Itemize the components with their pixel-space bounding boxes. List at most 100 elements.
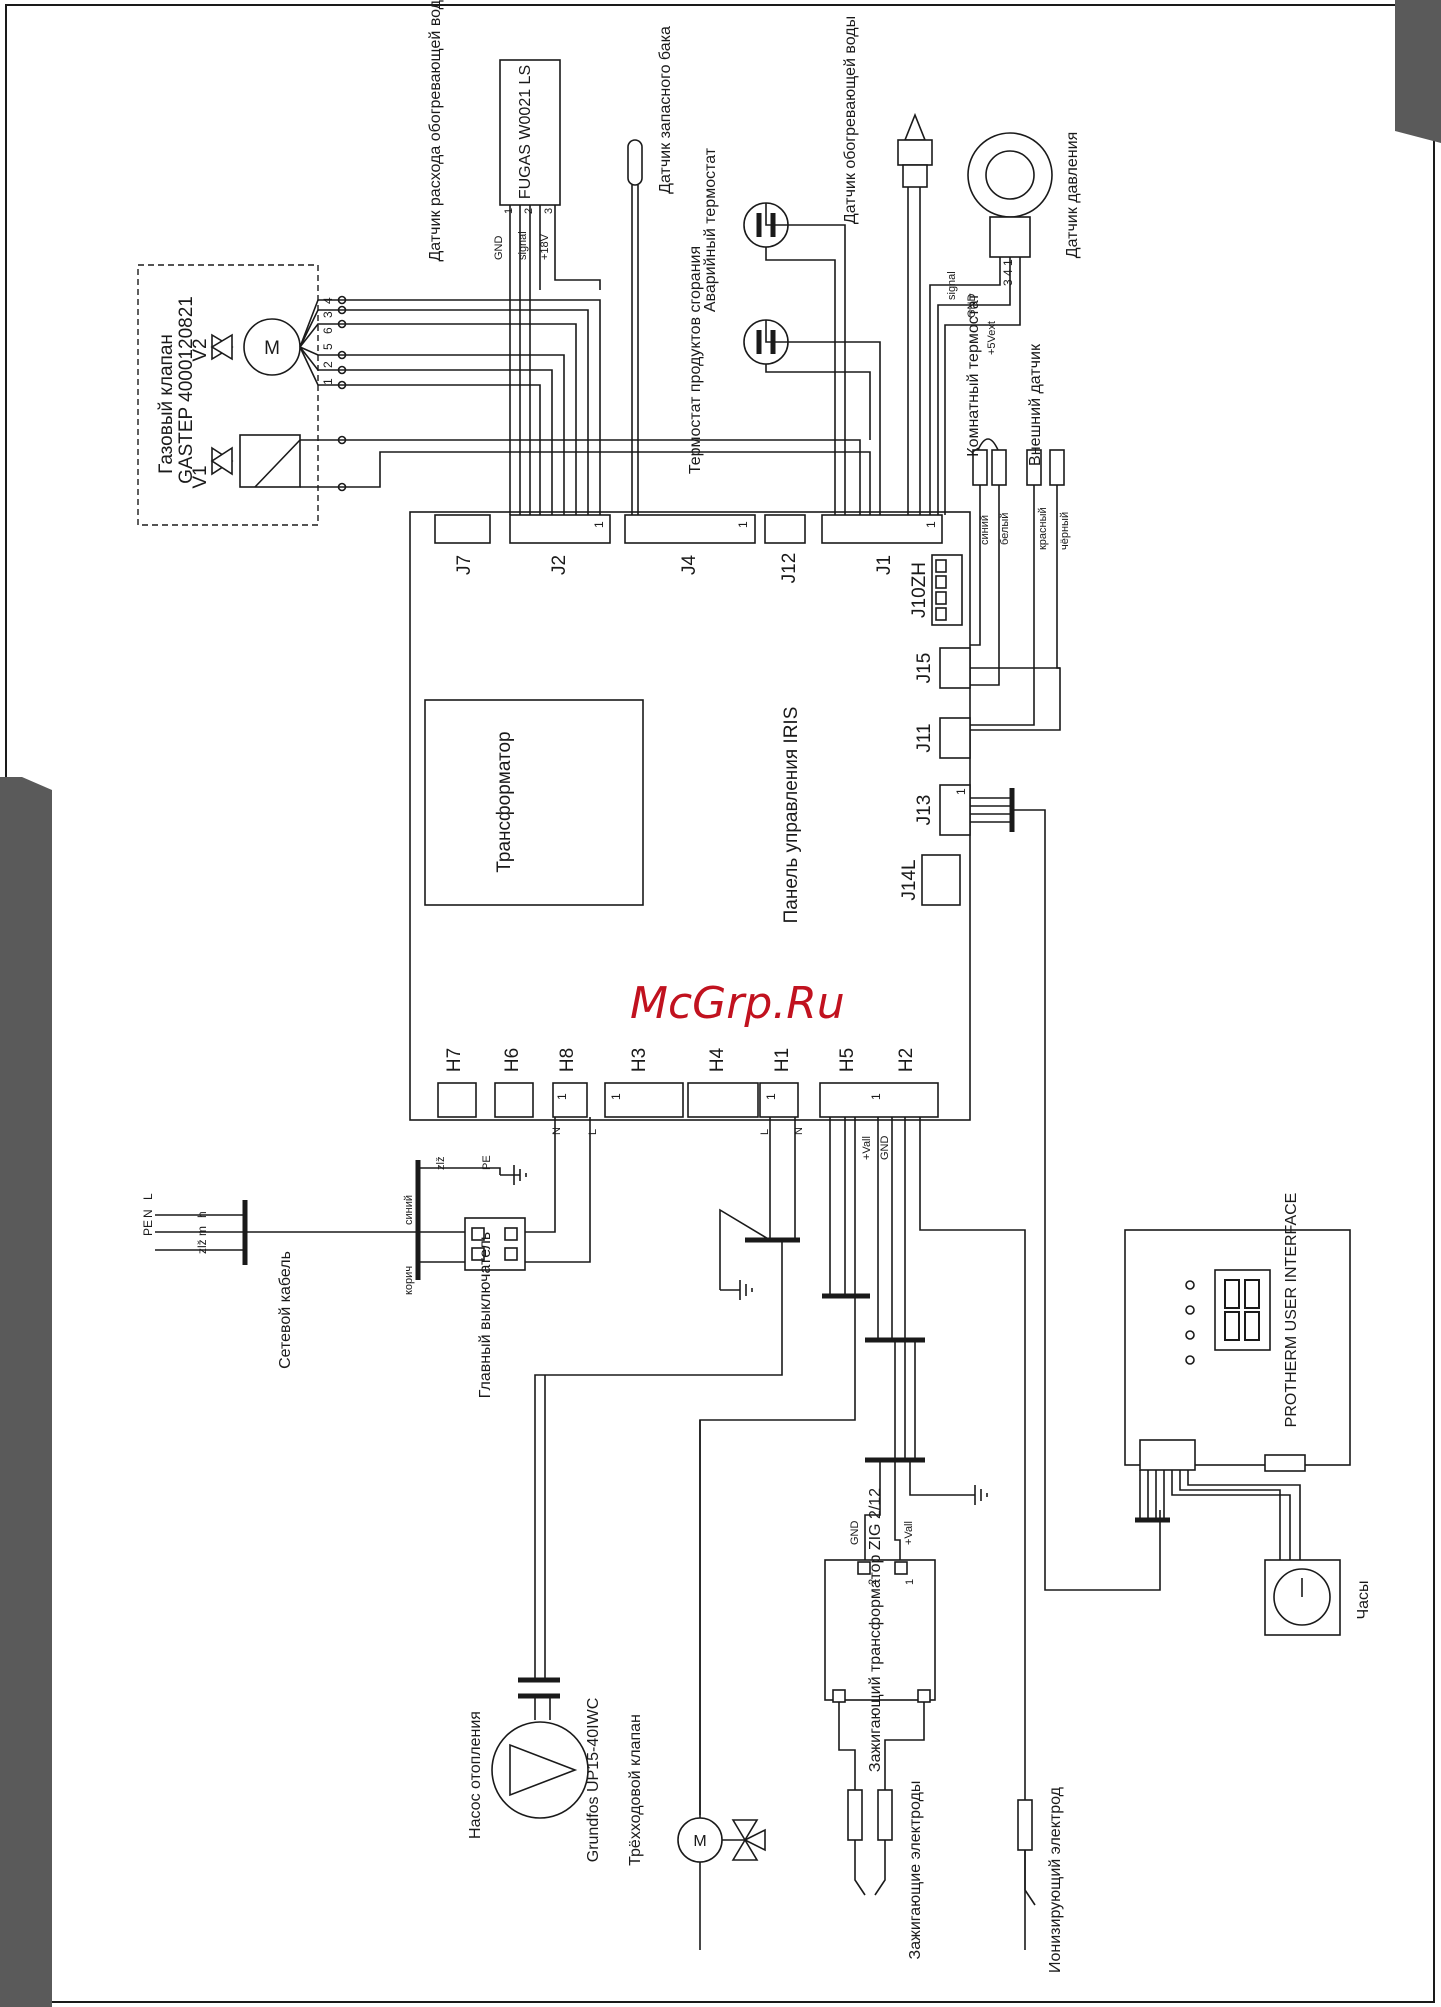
- pin-one-h8: 1: [555, 1093, 569, 1100]
- label-j12: J12: [779, 553, 800, 584]
- ui-button[interactable]: [1185, 1280, 1195, 1290]
- outdoor-wire-black: чёрный: [1059, 512, 1071, 550]
- ign-wire-vall: +Vall: [903, 1521, 915, 1545]
- pin-one-h1: 1: [764, 1093, 778, 1100]
- mains-letter-h: h: [195, 1211, 209, 1218]
- room-thermostat-plug-white: [991, 449, 1007, 486]
- h8-wire-l: L: [587, 1129, 599, 1135]
- gas-valve-coil-diagonal: [254, 439, 301, 488]
- connector-h7: [437, 1082, 477, 1118]
- ign-pin-1: [894, 1561, 908, 1575]
- emergency-thermostat-label: Аварийный термостат: [702, 147, 719, 312]
- watermark: McGrp.Ru: [630, 978, 845, 1029]
- connector-j2: [509, 514, 611, 544]
- gv-pin-6: 6: [321, 327, 335, 334]
- pin-one-j2: 1: [592, 521, 606, 528]
- main-switch-wire-zlz: zlž: [435, 1157, 447, 1170]
- gas-valve-dashed-box: [137, 264, 319, 526]
- label-j11: J11: [914, 723, 935, 752]
- ground-symbol-h1: [720, 1280, 753, 1300]
- main-switch-wire-blue: синий: [403, 1195, 415, 1225]
- main-switch-wire-pe: PE: [481, 1155, 493, 1170]
- ui-connector: [1139, 1439, 1196, 1471]
- connector-h6: [494, 1082, 534, 1118]
- water-sensor-tip: [903, 112, 927, 141]
- clock-title: Часы: [1355, 1580, 1372, 1619]
- pressure-sensor-wires: [929, 257, 1021, 515]
- valve-v1-symbol-mirror: [210, 446, 233, 476]
- valve-v2-label: V2: [190, 338, 211, 361]
- outdoor-sensor-title: Внешний датчик: [1027, 343, 1044, 466]
- flue-thermostat-label: Термостат продуктов сгорания: [687, 246, 704, 474]
- ignition-electrode-a: [847, 1789, 863, 1841]
- flow-wire-18v: +18V: [539, 233, 551, 260]
- three-way-valve-motor-label: M: [693, 1833, 706, 1850]
- ign-out-a: [832, 1689, 846, 1703]
- j10zh-pin: [935, 591, 947, 605]
- ui-button[interactable]: [1185, 1355, 1195, 1365]
- water-sensor-body: [897, 139, 933, 166]
- gas-valve-model: GASTEP 4000120821: [176, 296, 197, 484]
- pressure-sensor-inner: [985, 150, 1035, 200]
- transformer-box: [424, 699, 644, 906]
- j10zh-pin: [935, 559, 947, 573]
- pin-one-h2: 1: [869, 1093, 883, 1100]
- ui-title: PROTHERM USER INTERFACE: [1283, 1193, 1300, 1428]
- label-h2: H2: [896, 1048, 917, 1072]
- connector-j14l: [921, 854, 961, 906]
- pin-one-j13: 1: [954, 788, 968, 795]
- thermostat-wires: [765, 203, 881, 515]
- connector-h8: [552, 1082, 588, 1118]
- pin-one-j1: 1: [924, 521, 938, 528]
- h1-wire-l: L: [759, 1129, 771, 1135]
- label-j1: J1: [874, 555, 895, 575]
- tank-sensor-probe: [627, 139, 643, 186]
- j13-bus: [970, 788, 1161, 1591]
- mains-letter-zlz: zlž: [195, 1239, 209, 1254]
- valve-v2-symbol-mirror: [210, 333, 233, 361]
- pressure-sensor-connector: [989, 216, 1031, 258]
- connector-h1: [759, 1082, 799, 1118]
- ionization-electrode-title: Ионизирующий электрод: [1047, 1786, 1064, 1973]
- label-h7: H7: [444, 1048, 465, 1072]
- connector-j4: [624, 514, 756, 544]
- ui-seven-segment-digits: [1224, 1279, 1260, 1341]
- mains-cable-title: Сетевой кабель: [277, 1251, 294, 1369]
- label-j15: J15: [914, 653, 935, 684]
- label-j13: J13: [914, 795, 935, 826]
- j10zh-pin: [935, 575, 947, 589]
- label-j2: J2: [549, 555, 570, 575]
- gas-valve-title: Газовый клапан: [156, 334, 177, 474]
- connector-h4: [687, 1082, 759, 1118]
- ign-pin-2: [857, 1561, 871, 1575]
- ui-seven-segment-display: [1214, 1269, 1271, 1351]
- label-h1: H1: [772, 1048, 793, 1072]
- room-wire-blue: синий: [979, 515, 991, 545]
- label-j10zh: J10ZH: [909, 562, 930, 618]
- flow-wire-signal: signal: [517, 231, 529, 260]
- gas-valve-wires: [299, 299, 871, 515]
- three-way-valve-symbol: [731, 1819, 759, 1842]
- connector-j11: [939, 717, 971, 759]
- label-h3: H3: [629, 1048, 650, 1072]
- label-h6: H6: [502, 1048, 523, 1072]
- flow-sensor-box: [499, 59, 561, 206]
- gas-valve-motor-label: M: [264, 338, 280, 359]
- main-switch-wires: [418, 1117, 591, 1263]
- ui-button[interactable]: [1185, 1305, 1195, 1315]
- ui-button[interactable]: [1185, 1330, 1195, 1340]
- pin-one-h3: 1: [609, 1093, 623, 1100]
- h1-wire-n: N: [793, 1127, 805, 1135]
- left-dark-tab: [0, 777, 52, 2007]
- gv-pin-1: 1: [321, 378, 335, 385]
- flow-pin-1: 1: [503, 208, 515, 214]
- label-h4: H4: [707, 1047, 728, 1072]
- gas-valve-terminals: [337, 295, 347, 492]
- ignition-electrodes-title: Зажигающие электроды: [907, 1781, 924, 1960]
- main-switch-wire-brown: корич: [403, 1266, 415, 1295]
- flow-pin-3: 3: [543, 208, 555, 214]
- flow-pin-2: 2: [523, 208, 535, 214]
- ign-pin-1-label: 1: [904, 1579, 916, 1585]
- mains-letter-m: m: [195, 1226, 209, 1236]
- label-j4: J4: [679, 555, 700, 576]
